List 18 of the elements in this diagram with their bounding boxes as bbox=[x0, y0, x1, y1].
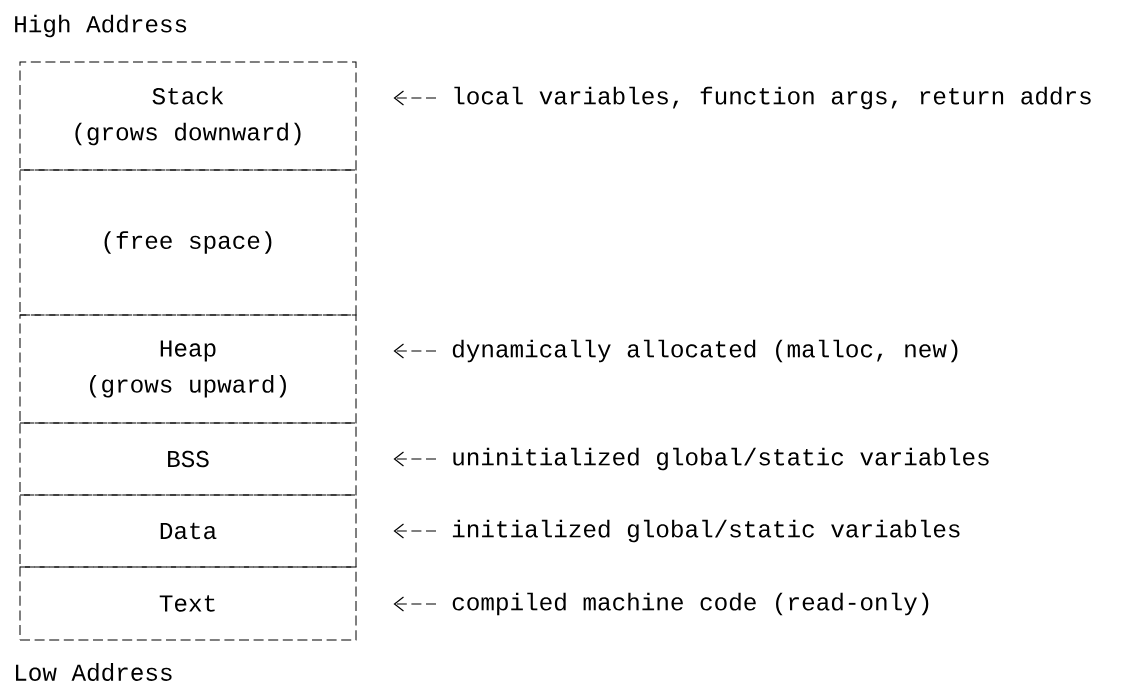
arrow bbox=[393, 90, 437, 106]
memory-segment-box: Data bbox=[19, 494, 357, 568]
annotation-text: dynamically allocated (malloc, new) bbox=[452, 339, 958, 363]
annotation-text: local variables, function args, return addrs bbox=[454, 86, 1091, 110]
memory-segment-box: Stack (grows downward) bbox=[19, 61, 357, 171]
arrow bbox=[393, 451, 437, 467]
arrow bbox=[393, 523, 437, 539]
memory-segment-box: Text bbox=[19, 566, 357, 641]
arrow bbox=[393, 596, 437, 612]
memory-segment-box: Heap (grows upward) bbox=[19, 314, 357, 424]
arrow bbox=[393, 343, 437, 359]
annotation-text: uninitialized global/static variables bbox=[453, 447, 989, 471]
address-label: Low Address bbox=[16, 663, 172, 681]
memory-segment-box: (free space) bbox=[19, 169, 357, 316]
annotation-text: initialized global/static variables bbox=[452, 519, 960, 543]
annotation-text: compiled machine code (read-only) bbox=[452, 592, 929, 616]
memory-segment-box: BSS bbox=[19, 422, 357, 496]
address-label: High Address bbox=[15, 14, 187, 38]
